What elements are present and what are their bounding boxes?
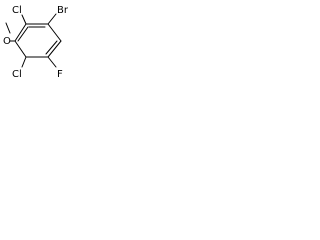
atom-label-cl-bottom: Cl (12, 69, 22, 80)
bond-to-f (47, 56, 57, 68)
bond-to-br (47, 13, 57, 25)
bond-to-cl-bottom (21, 56, 27, 68)
ring-bond-2 (47, 23, 62, 42)
aromatic-inner-bond-3 (17, 26, 29, 42)
bond-o-methyl (5, 22, 11, 34)
aromatic-inner-bond-2 (45, 40, 58, 55)
benzene-ring (14, 23, 62, 58)
chemical-structure-diagram: Cl Br O Cl F (3, 5, 69, 80)
atom-label-br: Br (57, 5, 69, 16)
atom-label-o: O (3, 36, 11, 47)
ring-bond-6 (14, 23, 27, 42)
atom-label-f: F (57, 69, 63, 80)
bond-to-cl-top (21, 14, 27, 25)
ring-bond-5 (14, 40, 27, 58)
ring-bond-3 (47, 40, 62, 58)
substituent-bonds (5, 13, 57, 68)
atom-label-cl-top: Cl (12, 5, 22, 16)
